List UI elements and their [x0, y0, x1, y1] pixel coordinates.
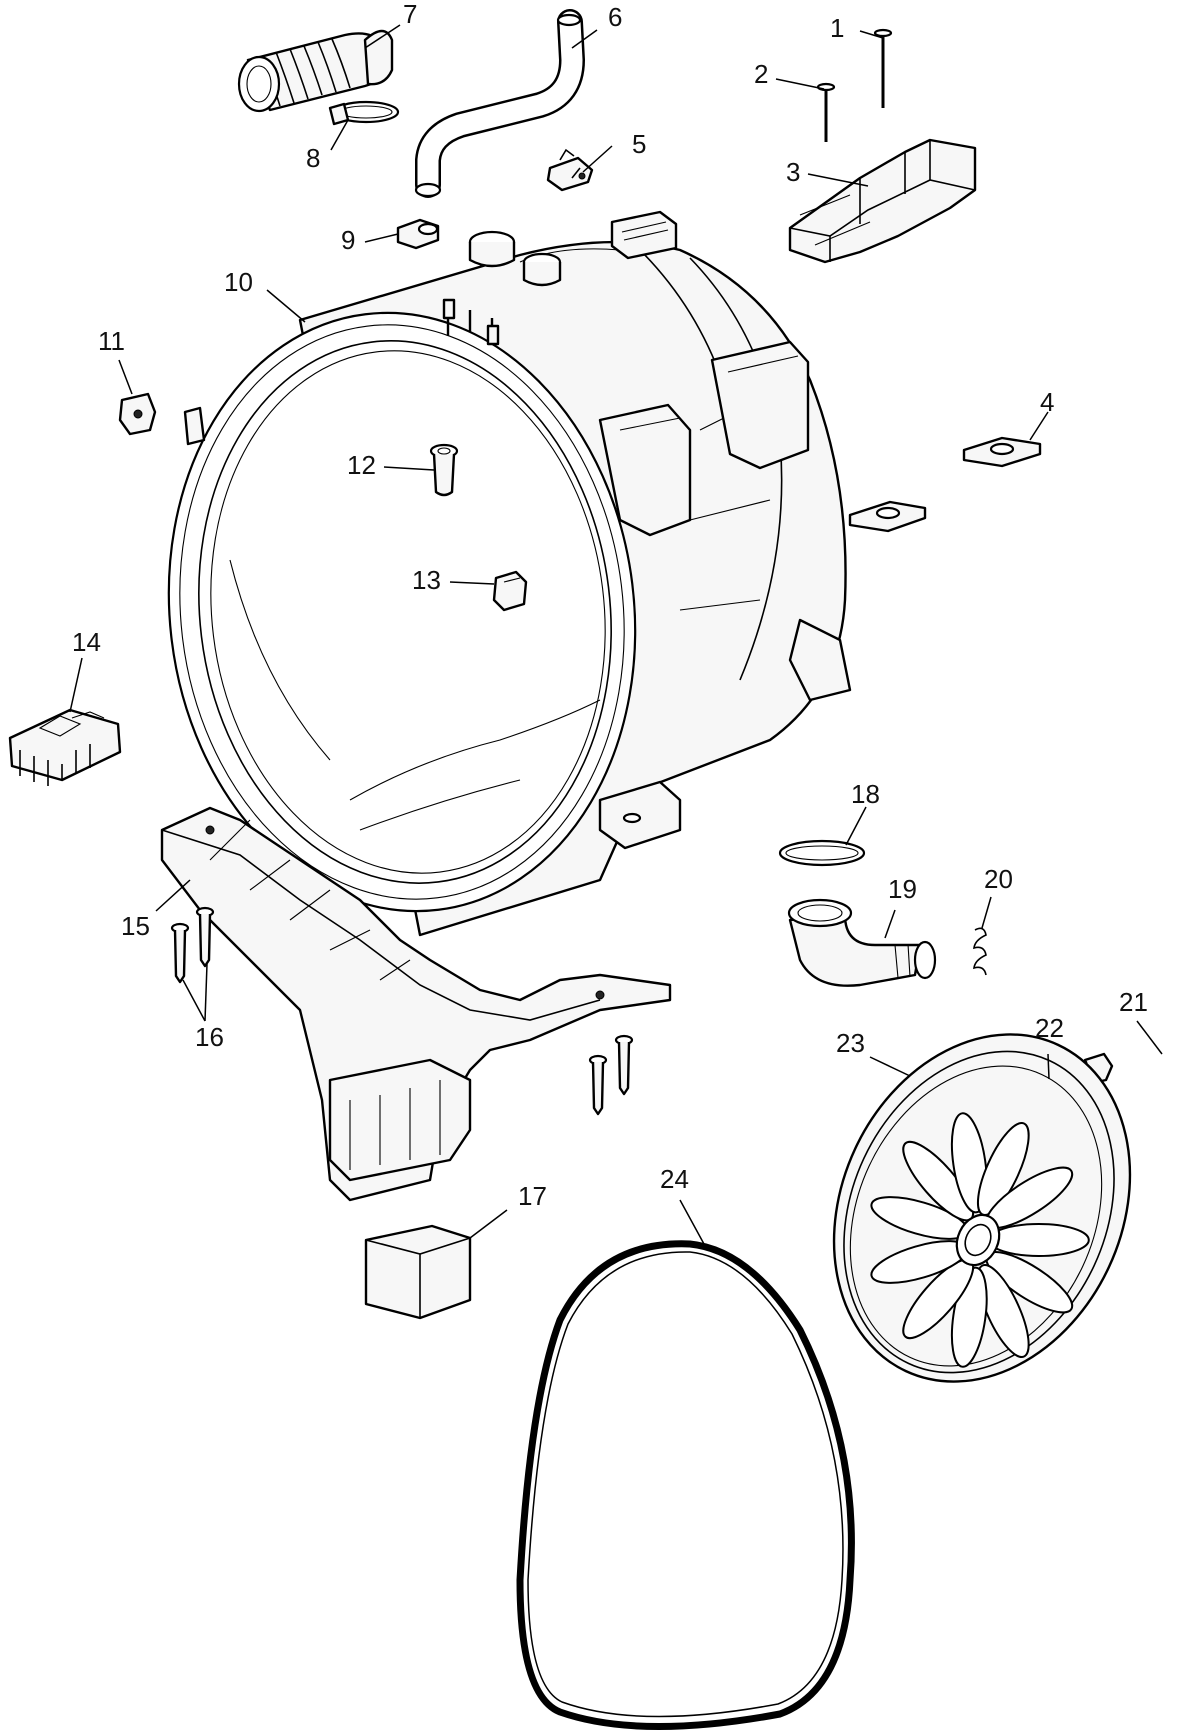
callout-21: 21 [1119, 987, 1148, 1017]
bushing-part [429, 443, 459, 497]
screws-part [170, 906, 634, 1116]
callout-11: 11 [98, 326, 125, 356]
counterweight-part [788, 138, 977, 264]
pulley-spoke [987, 1223, 1090, 1257]
callout-24: 24 [660, 1164, 689, 1194]
callout-6: 6 [608, 2, 622, 32]
small-bracket-part [396, 218, 440, 250]
drain-hose-part [414, 9, 586, 198]
leader-lines [69, 24, 1163, 1245]
spring-part [973, 927, 987, 976]
callout-10: 10 [224, 267, 253, 297]
callout-17: 17 [518, 1181, 547, 1211]
terminal-block-part [8, 708, 122, 786]
mount-plate-part [848, 436, 1042, 533]
base-frame-part [160, 806, 672, 1202]
sensor-part [546, 148, 594, 192]
clip-part [118, 392, 157, 436]
hose-clamp-2-part [778, 839, 866, 867]
callout-16: 16 [195, 1022, 224, 1052]
callout-2: 2 [754, 59, 768, 89]
drive-pulley-part [832, 1033, 1132, 1383]
pulley-spoke [976, 1264, 1030, 1358]
callout-15: 15 [121, 911, 150, 941]
callout-7: 7 [403, 0, 417, 29]
callout-22: 22 [1035, 1013, 1064, 1043]
callout-20: 20 [984, 864, 1013, 894]
callout-4: 4 [1040, 387, 1054, 417]
callout-14: 14 [72, 627, 101, 657]
long-bolts-part [816, 28, 893, 142]
callout-23: 23 [836, 1028, 865, 1058]
bellows-hose-part [237, 29, 394, 113]
callout-9: 9 [341, 225, 355, 255]
drive-belt-part [516, 1240, 855, 1731]
elbow-hose-part [787, 898, 937, 987]
hose-clamp-part [328, 100, 400, 126]
callout-3: 3 [786, 157, 800, 187]
wash-tub-part [167, 210, 852, 937]
callout-1: 1 [830, 13, 844, 43]
box-part [364, 1224, 472, 1320]
callout-13: 13 [412, 565, 441, 595]
callout-8: 8 [306, 143, 320, 173]
tub-clip-part [492, 570, 528, 612]
pulley-spoke [950, 1112, 988, 1214]
callout-5: 5 [632, 129, 646, 159]
callout-19: 19 [888, 874, 917, 904]
callout-12: 12 [347, 450, 376, 480]
callout-18: 18 [851, 779, 880, 809]
